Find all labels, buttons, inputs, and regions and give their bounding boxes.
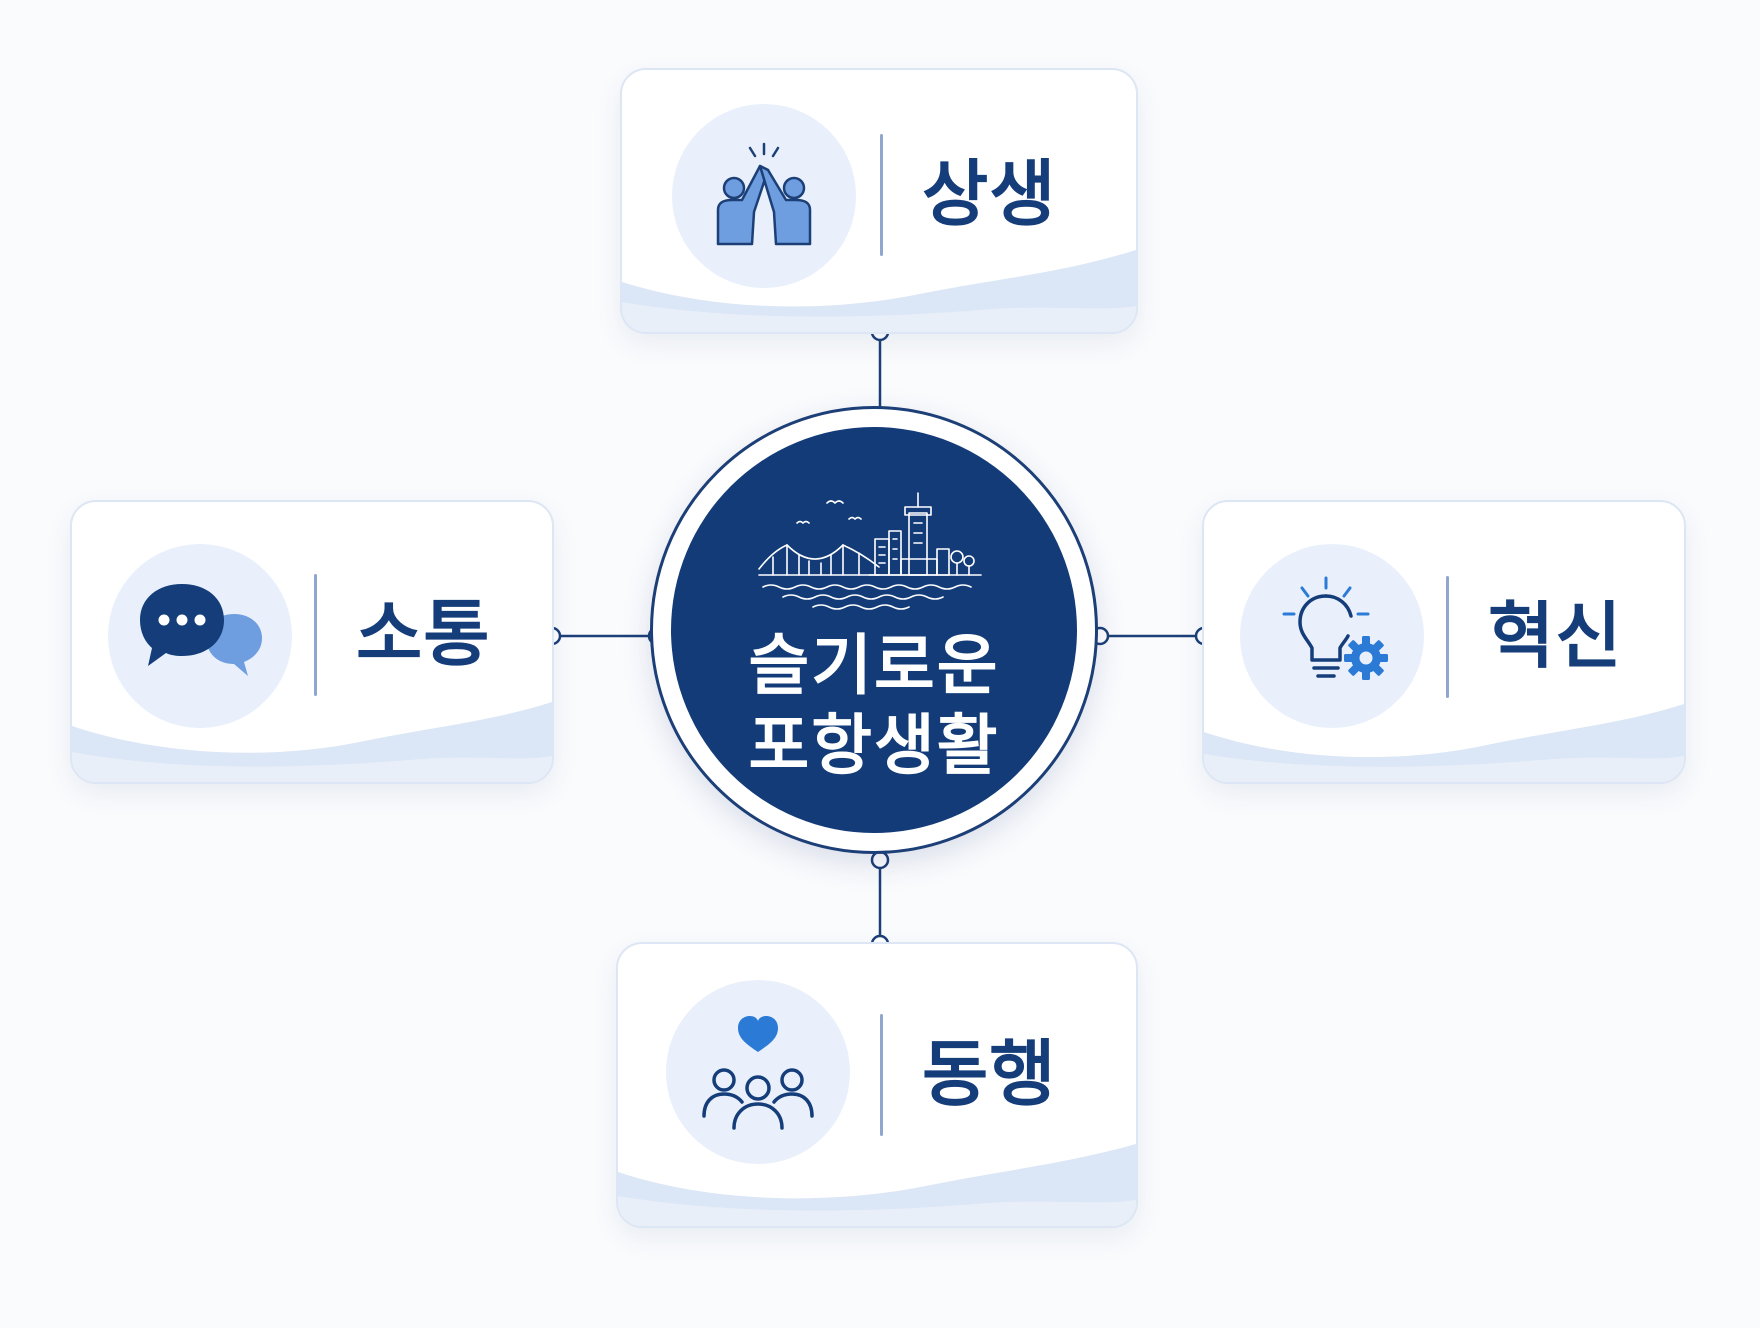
card-donghaeng: 동행 [616,942,1138,1228]
card-wave [1204,704,1684,782]
card-divider [880,1014,883,1136]
card-wave [72,702,552,782]
card-label: 상생 [922,152,1057,236]
card-wave [622,250,1136,332]
node-bottom-inner [870,850,890,870]
icon-badge [672,104,856,288]
people-heart-icon [702,1016,814,1130]
card-sangsaeng: 상생 [620,68,1138,334]
card-wave [618,1144,1136,1226]
icon-badge [108,544,292,728]
center-title-line2: 포항생활 [748,707,1000,784]
chat-bubbles-icon [140,584,262,676]
pohang-skyline-icon [758,492,982,610]
icon-badge [666,980,850,1164]
center-hub: 슬기로운 포항생활 [650,406,1098,854]
center-title-line1: 슬기로운 [748,627,1000,704]
lightbulb-gear-icon [1282,576,1388,680]
high-five-icon [716,142,812,246]
card-divider [880,134,883,256]
card-label: 혁신 [1488,594,1623,678]
center-hub-disc: 슬기로운 포항생활 [671,427,1077,833]
card-label: 동행 [922,1032,1057,1116]
card-hyeoksin: 혁신 [1202,500,1686,784]
card-sotong: 소통 [70,500,554,784]
icon-badge [1240,544,1424,728]
card-label: 소통 [356,592,491,676]
card-divider [314,574,317,696]
card-divider [1446,576,1449,698]
